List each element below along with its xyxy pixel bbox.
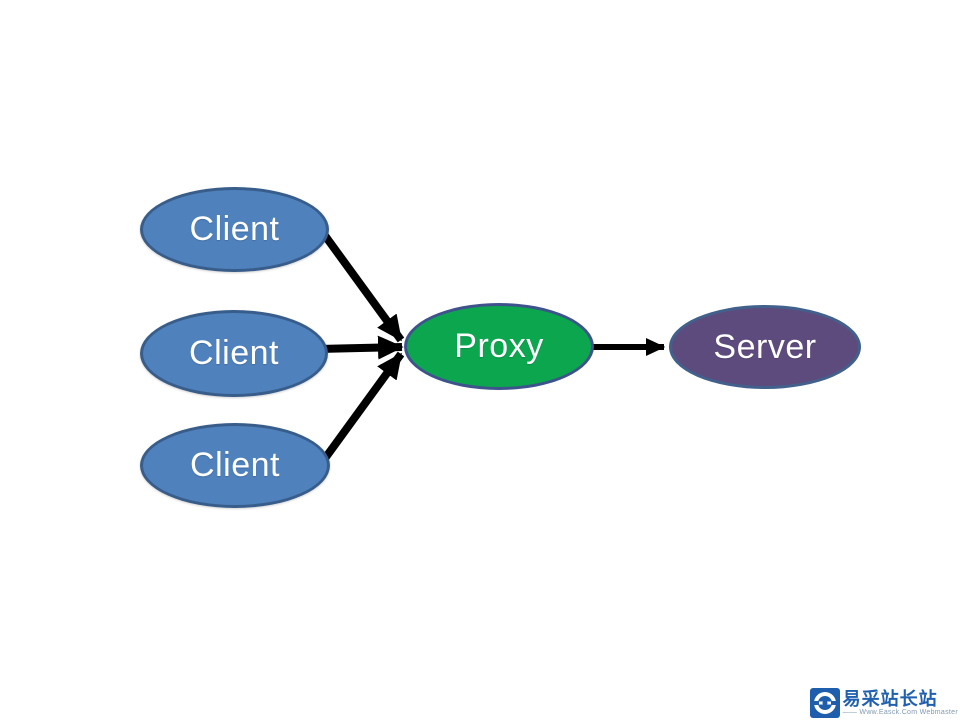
node-client-2-label: Client xyxy=(189,334,279,372)
easck-logo-icon xyxy=(809,688,840,718)
edge-client3-proxy xyxy=(314,351,405,471)
node-client-1-label: Client xyxy=(189,210,280,248)
node-proxy: Proxy xyxy=(404,303,594,390)
edge-client1-proxy xyxy=(314,223,405,343)
edge-client2-proxy xyxy=(317,335,404,360)
node-proxy-label: Proxy xyxy=(454,327,544,365)
watermark-site-name: 易采站长站 xyxy=(842,689,938,709)
node-server-label: Server xyxy=(713,327,817,366)
node-client-3: Client xyxy=(140,423,330,508)
node-server: Server xyxy=(669,305,861,389)
node-client-3-label: Client xyxy=(190,446,280,484)
node-client-1: Client xyxy=(140,187,329,272)
watermark: 易采站长站 —— Www.Easck.Com Webmaster xyxy=(809,688,958,718)
watermark-tagline: —— Www.Easck.Com Webmaster xyxy=(842,709,958,716)
watermark-text: 易采站长站 —— Www.Easck.Com Webmaster xyxy=(843,690,958,716)
node-client-2: Client xyxy=(140,310,328,397)
